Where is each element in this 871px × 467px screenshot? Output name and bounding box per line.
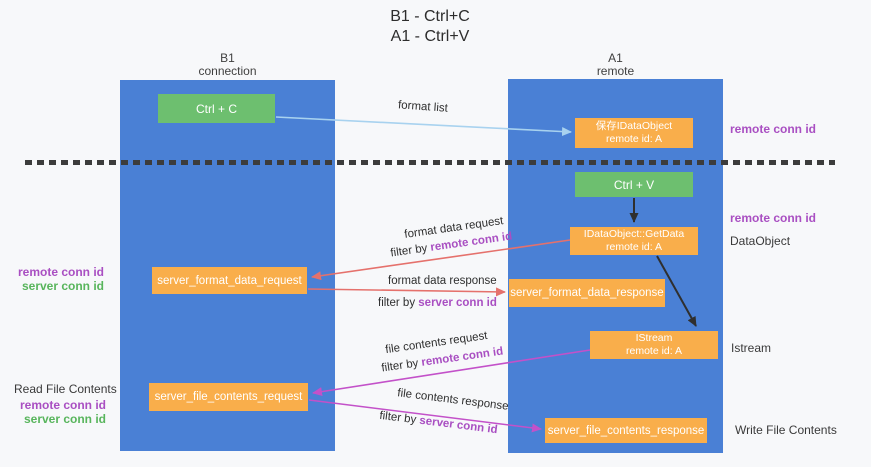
annotation-dataobject: DataObject	[730, 234, 791, 248]
node-server-file-contents-request: server_file_contents_request	[149, 383, 308, 411]
node-server-file-contents-response-label: server_file_contents_response	[547, 424, 705, 437]
label-format-data-response: format data response	[388, 275, 497, 287]
annotation-read-file-contents: Read File Contents	[14, 382, 117, 396]
lane-header-a1: A1 remote	[548, 52, 683, 78]
lane-b1-role: connection	[198, 64, 257, 78]
node-ctrl-v-label: Ctrl + V	[613, 177, 655, 192]
label-format-list: format list	[397, 99, 449, 115]
node-istream-line1: IStream	[635, 332, 673, 344]
annotation-istream: Istream	[731, 341, 772, 355]
node-ctrl-c: Ctrl + C	[158, 94, 275, 123]
title-line-1: B1 - Ctrl+C	[390, 8, 470, 25]
label-filter-by-server-conn-id-2: filter by server conn id	[378, 409, 499, 437]
annotation-remote-conn-id-top: remote conn id	[730, 122, 817, 136]
lane-a1-role: remote	[596, 64, 635, 78]
title-line-2: A1 - Ctrl+V	[390, 28, 470, 45]
node-ctrl-v: Ctrl + V	[575, 172, 693, 197]
node-idataobject-getdata: IDataObject::GetData remote id: A	[570, 227, 698, 255]
node-istream: IStream remote id: A	[590, 331, 718, 359]
lane-a1-name: A1	[608, 51, 623, 65]
node-server-file-contents-response: server_file_contents_response	[545, 418, 707, 443]
label-file-contents-response: file contents response	[396, 387, 510, 413]
node-idataobject-getdata-line1: IDataObject::GetData	[583, 228, 685, 240]
node-server-file-contents-request-label: server_file_contents_request	[154, 391, 303, 403]
annotation-write-file-contents: Write File Contents	[735, 423, 837, 437]
annotation-remote-conn-id-mid: remote conn id	[730, 211, 817, 225]
node-istream-line2: remote id: A	[625, 345, 683, 357]
node-save-idataobject: 保存IDataObject remote id: A	[575, 118, 693, 148]
node-ctrl-c-label: Ctrl + C	[195, 101, 237, 116]
lane-b1-name: B1	[220, 51, 235, 65]
annotation-conn-ids-left-bottom: remote conn id server conn id	[19, 398, 106, 426]
label-filter-by-server-conn-id-1: filter by server conn id	[378, 297, 497, 309]
node-server-format-data-response-label: server_format_data_response	[510, 287, 664, 299]
arrow-format-data-response	[307, 287, 506, 297]
diagram-title: B1 - Ctrl+C A1 - Ctrl+V	[290, 7, 570, 47]
annotation-conn-ids-left-top: remote conn id server conn id	[17, 265, 104, 293]
node-save-idataobject-line1: 保存IDataObject	[595, 120, 673, 132]
node-idataobject-getdata-line2: remote id: A	[605, 241, 663, 253]
node-server-format-data-response: server_format_data_response	[509, 279, 665, 307]
session-divider-line	[25, 160, 835, 165]
lane-header-b1: B1 connection	[160, 52, 295, 78]
node-save-idataobject-line2: remote id: A	[605, 133, 663, 145]
node-server-format-data-request: server_format_data_request	[152, 267, 307, 294]
node-server-format-data-request-label: server_format_data_request	[157, 274, 302, 287]
